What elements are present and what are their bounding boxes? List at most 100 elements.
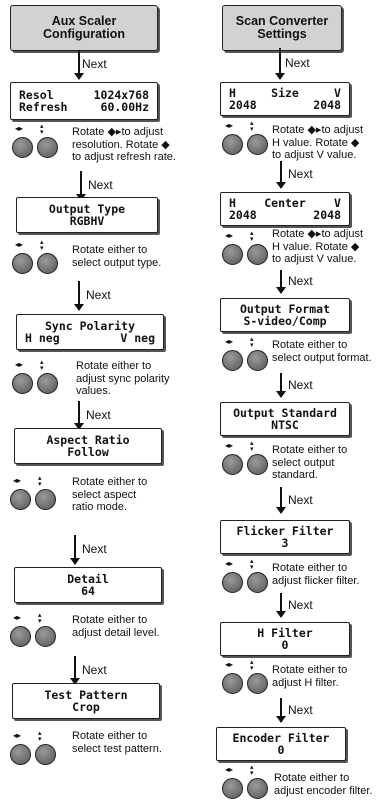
lcd-text: Crop bbox=[72, 700, 100, 714]
description-line: H value. Rotate ◆ bbox=[272, 136, 360, 149]
vertical-knob[interactable] bbox=[247, 572, 268, 593]
next-label: Next bbox=[288, 167, 313, 181]
down-arrow-icon bbox=[276, 593, 286, 618]
vertical-knob-icon: ▴ ▾ bbox=[40, 359, 44, 372]
vertical-knob[interactable] bbox=[247, 134, 268, 155]
horizontal-knob[interactable] bbox=[222, 244, 243, 265]
horizontal-knob[interactable] bbox=[222, 572, 243, 593]
horizontal-knob-icon: ◂▸ bbox=[225, 337, 234, 346]
horizontal-knob[interactable] bbox=[222, 778, 243, 799]
adjust-knobs: ◂▸▴ ▾ bbox=[222, 764, 270, 799]
adjust-knobs: ◂▸▴ ▾ bbox=[222, 440, 270, 475]
horizontal-knob-icon: ◂▸ bbox=[225, 765, 234, 774]
vertical-knob-icon: ▴ ▾ bbox=[38, 730, 42, 743]
lcd-text: 2048 bbox=[229, 98, 257, 112]
lcd-text: V bbox=[334, 195, 341, 210]
vertical-knob-icon: ▴ ▾ bbox=[38, 475, 42, 488]
vertical-knob[interactable] bbox=[247, 454, 268, 475]
lcd-text: 2048 bbox=[313, 208, 341, 222]
left-header-line: Configuration bbox=[43, 27, 125, 41]
horizontal-knob[interactable] bbox=[10, 489, 31, 510]
vertical-knob[interactable] bbox=[247, 778, 268, 799]
lcd-row: Output Format bbox=[221, 302, 349, 316]
description-line: values. bbox=[76, 385, 111, 397]
lcd-text: 64 bbox=[81, 584, 95, 598]
description-line: Rotate either to bbox=[274, 772, 350, 784]
vertical-knob[interactable] bbox=[247, 244, 268, 265]
vertical-knob[interactable] bbox=[37, 137, 58, 158]
horizontal-knob-icon: ◂▸ bbox=[225, 559, 234, 568]
next-label: Next bbox=[288, 702, 313, 717]
horizontal-knob[interactable] bbox=[10, 744, 31, 765]
next-label: Next bbox=[285, 56, 310, 70]
down-arrow-icon bbox=[276, 270, 286, 294]
vertical-knob[interactable] bbox=[37, 253, 58, 274]
horizontal-knob[interactable] bbox=[222, 454, 243, 475]
description-line: H value. Rotate ◆ bbox=[272, 240, 360, 253]
horizontal-knob[interactable] bbox=[10, 626, 31, 647]
next-label: Next bbox=[82, 662, 107, 677]
vertical-knob[interactable] bbox=[35, 626, 56, 647]
horizontal-knob[interactable] bbox=[12, 253, 33, 274]
vertical-knob[interactable] bbox=[247, 673, 268, 694]
next-label: Next bbox=[288, 597, 313, 612]
description-line: adjust encoder filter. bbox=[274, 784, 373, 797]
vertical-knob[interactable] bbox=[37, 373, 58, 394]
description-line: ratio mode. bbox=[72, 501, 128, 513]
horizontal-knob[interactable] bbox=[222, 134, 243, 155]
adjust-knobs: ◂▸▴ ▾ bbox=[222, 659, 270, 694]
description-line: Rotate ◆▸to adjust bbox=[72, 126, 164, 138]
horizontal-knob[interactable] bbox=[222, 350, 243, 371]
lcd-text: Sync Polarity bbox=[44, 318, 135, 333]
next-label: Next bbox=[82, 542, 107, 556]
down-arrow-icon bbox=[276, 161, 286, 189]
lcd-text: V neg bbox=[120, 331, 155, 345]
horizontal-knob-icon: ◂▸ bbox=[225, 660, 234, 669]
lcd-text: H neg bbox=[25, 331, 60, 345]
next-label: Next bbox=[288, 377, 313, 392]
vertical-knob[interactable] bbox=[35, 744, 56, 765]
next-label: Next bbox=[288, 492, 313, 507]
lcd-text: NTSC bbox=[271, 418, 299, 432]
lcd-text: 2048 bbox=[313, 98, 341, 112]
lcd-row: H Filter bbox=[221, 626, 349, 640]
lcd-text: Output Standard bbox=[233, 405, 337, 420]
horizontal-knob-icon: ◂▸ bbox=[15, 240, 24, 249]
horizontal-knob-icon: ◂▸ bbox=[225, 441, 234, 450]
description-line: adjust H filter. bbox=[272, 676, 339, 689]
down-arrow-icon bbox=[276, 373, 286, 398]
description-line: Rotate either to bbox=[72, 730, 148, 742]
vertical-knob-icon: ▴ ▾ bbox=[38, 612, 42, 625]
horizontal-knob[interactable] bbox=[12, 137, 33, 158]
lcd-row: Follow bbox=[15, 446, 161, 459]
lcd-text: H bbox=[229, 85, 236, 100]
vertical-knob[interactable] bbox=[247, 350, 268, 371]
description-line: adjust sync polarity bbox=[76, 372, 170, 385]
vertical-knob-icon: ▴ ▾ bbox=[250, 336, 254, 349]
adjust-knobs: ◂▸▴ ▾ bbox=[10, 730, 58, 765]
horizontal-knob[interactable] bbox=[222, 673, 243, 694]
lcd-text: 1024x768 bbox=[93, 87, 149, 102]
vertical-knob[interactable] bbox=[35, 489, 56, 510]
horizontal-knob[interactable] bbox=[12, 373, 33, 394]
lcd-row: Test Pattern bbox=[13, 688, 159, 702]
description-line: select output bbox=[272, 456, 335, 469]
vertical-knob-icon: ▴ ▾ bbox=[250, 558, 254, 571]
adjust-knobs: ◂▸▴ ▾ bbox=[12, 123, 60, 158]
